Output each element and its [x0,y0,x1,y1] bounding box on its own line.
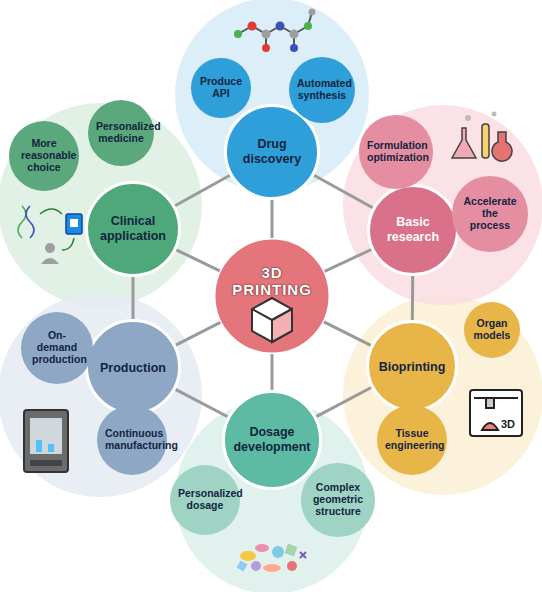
petal-ground [343,295,542,495]
icon-label: 3D [501,418,515,430]
topic-circle: Personalized dosage [170,465,240,535]
node-label: Produce API [198,75,243,99]
connector-line [271,200,274,238]
node-label: Accelerate the process [463,195,516,231]
clinical-icons [18,206,82,264]
topic-circle: Produce API [191,58,250,117]
cube-icon [252,298,292,342]
category-circle: Clinical application [85,181,181,277]
petal-ground [175,400,369,592]
node-label: Complex geometric structure [311,481,365,517]
connector-line [175,175,230,205]
connector-line [314,175,373,207]
pills-icon [237,544,306,572]
connector-line [324,322,371,345]
center-circle: 3D PRINTING [214,238,330,354]
category-circle: Bioprinting [366,320,458,412]
production-printer-icon [24,410,68,472]
node-label: Personalized medicine [96,120,146,144]
center-ground [214,238,330,354]
node-label: Bioprinting [379,360,446,374]
topic-circle: Automated synthesis [289,57,355,123]
petal-ground [0,103,202,307]
petal-ground [175,0,369,192]
category-circle: Dosage development [222,390,322,490]
node-label: Personalized dosage [178,487,232,511]
connector-line [271,354,274,390]
connector-line [316,387,371,416]
node-label: More reasonable choice [21,137,67,173]
connector-line [175,389,227,416]
node-label: Clinical application [95,214,172,243]
connector-line [325,250,372,272]
connector-line [132,277,135,319]
topic-circle: Organ models [464,302,520,358]
molecule-icon [234,9,316,53]
node-label: Formulation optimization [367,139,425,163]
topic-circle: Complex geometric structure [301,463,374,536]
node-label: Basic research [376,215,450,244]
topic-circle: Continuous manufacturing [97,405,167,475]
petal-ground [343,105,542,305]
bioprinter-icon [470,390,522,436]
center-title: 3D PRINTING [226,264,319,299]
lab-flask-icon [452,112,512,162]
node-label: Drug discovery [234,137,311,166]
node-label: Continuous manufacturing [105,427,159,451]
topic-circle: Tissue engineering [377,405,447,475]
topic-circle: Accelerate the process [452,176,527,251]
topic-circle: Formulation optimization [359,115,433,189]
node-label: Production [100,361,166,375]
connector-line [176,250,220,271]
category-circle: Production [85,319,181,415]
connector-line [176,322,221,345]
node-label: Tissue engineering [385,427,439,451]
node-label: On-demand production [32,329,82,365]
category-circle: Basic research [367,184,459,276]
node-label: Automated synthesis [297,77,347,101]
node-label: Dosage development [232,425,312,454]
petal-ground [0,293,202,497]
node-label: Organ models [470,317,515,341]
topic-circle: Personalized medicine [88,100,154,166]
connector-line [411,276,414,320]
topic-circle: More reasonable choice [9,121,79,191]
